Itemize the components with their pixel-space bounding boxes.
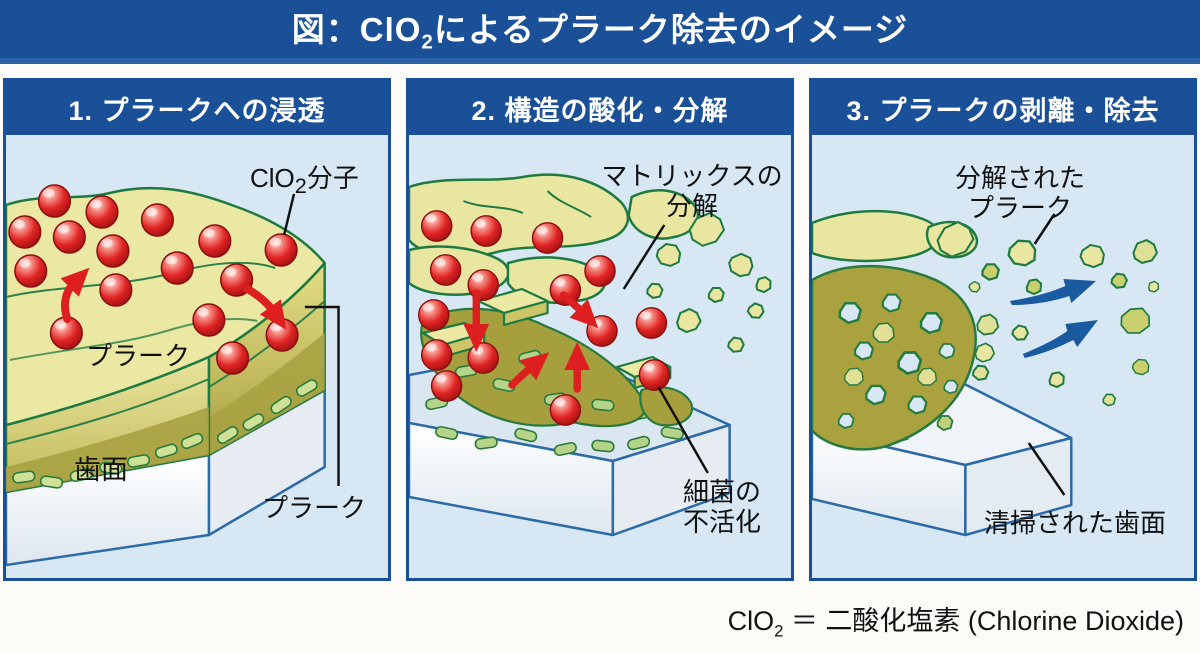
pointer-line [622,224,666,290]
title-bar: 図：ClO2によるプラーク除去のイメージ [0,0,1200,64]
panel-2-oxidation: 2. 構造の酸化・分解 [406,78,794,581]
panel-3-removal: 3. プラークの剥離・除去 [809,78,1197,581]
penetration-arrows [60,267,287,330]
removed-plaque-label: 分解されたプラーク [954,163,1085,223]
cleaned-surface-label: 清掃された歯面 [984,508,1167,538]
footer-note: ClO2 ＝ 二酸化塩素 (Chlorine Dioxide) [727,606,1184,641]
panels-row: 1. プラークへの浸透 [0,64,1200,581]
panel-3-content: 分解されたプラーク 清掃された歯面 [812,135,1194,578]
pointer-bracket [304,305,340,486]
tooth-surface-label: 歯面 [74,455,128,485]
oxidation-arrows [463,289,599,393]
pointer-line [657,386,709,474]
plaque-upper-label: プラーク [86,341,191,371]
figure-title: 図：ClO2によるプラーク除去のイメージ [291,11,909,54]
panel-1-penetration: 1. プラークへの浸透 [3,78,391,581]
removal-arrows [1009,279,1099,358]
matrix-decomposition-label: マトリックスの分解 [601,161,783,221]
panel-1-header: 1. プラークへの浸透 [6,81,388,135]
panel-2-header: 2. 構造の酸化・分解 [409,81,791,135]
pointer-line [1033,213,1056,245]
pointer-line [282,193,296,236]
panel-3-illustration [812,209,1161,537]
panel-1-content: ClO2分子 プラーク 歯面 プラーク [6,135,388,578]
pointer-line [1027,442,1066,496]
clo2-molecule-label: ClO2分子 [250,163,359,199]
bacteria-inactivation-label: 細菌の不活化 [682,477,761,537]
panel-2-content: マトリックスの分解 細菌の不活化 [409,135,791,578]
panel-3-header: 3. プラークの剥離・除去 [812,81,1194,135]
plaque-lower-label: プラーク [262,493,367,523]
detaching-plaque-mass [812,209,979,451]
panel-2-illustration [409,173,774,537]
panel-1-illustration [6,184,340,567]
